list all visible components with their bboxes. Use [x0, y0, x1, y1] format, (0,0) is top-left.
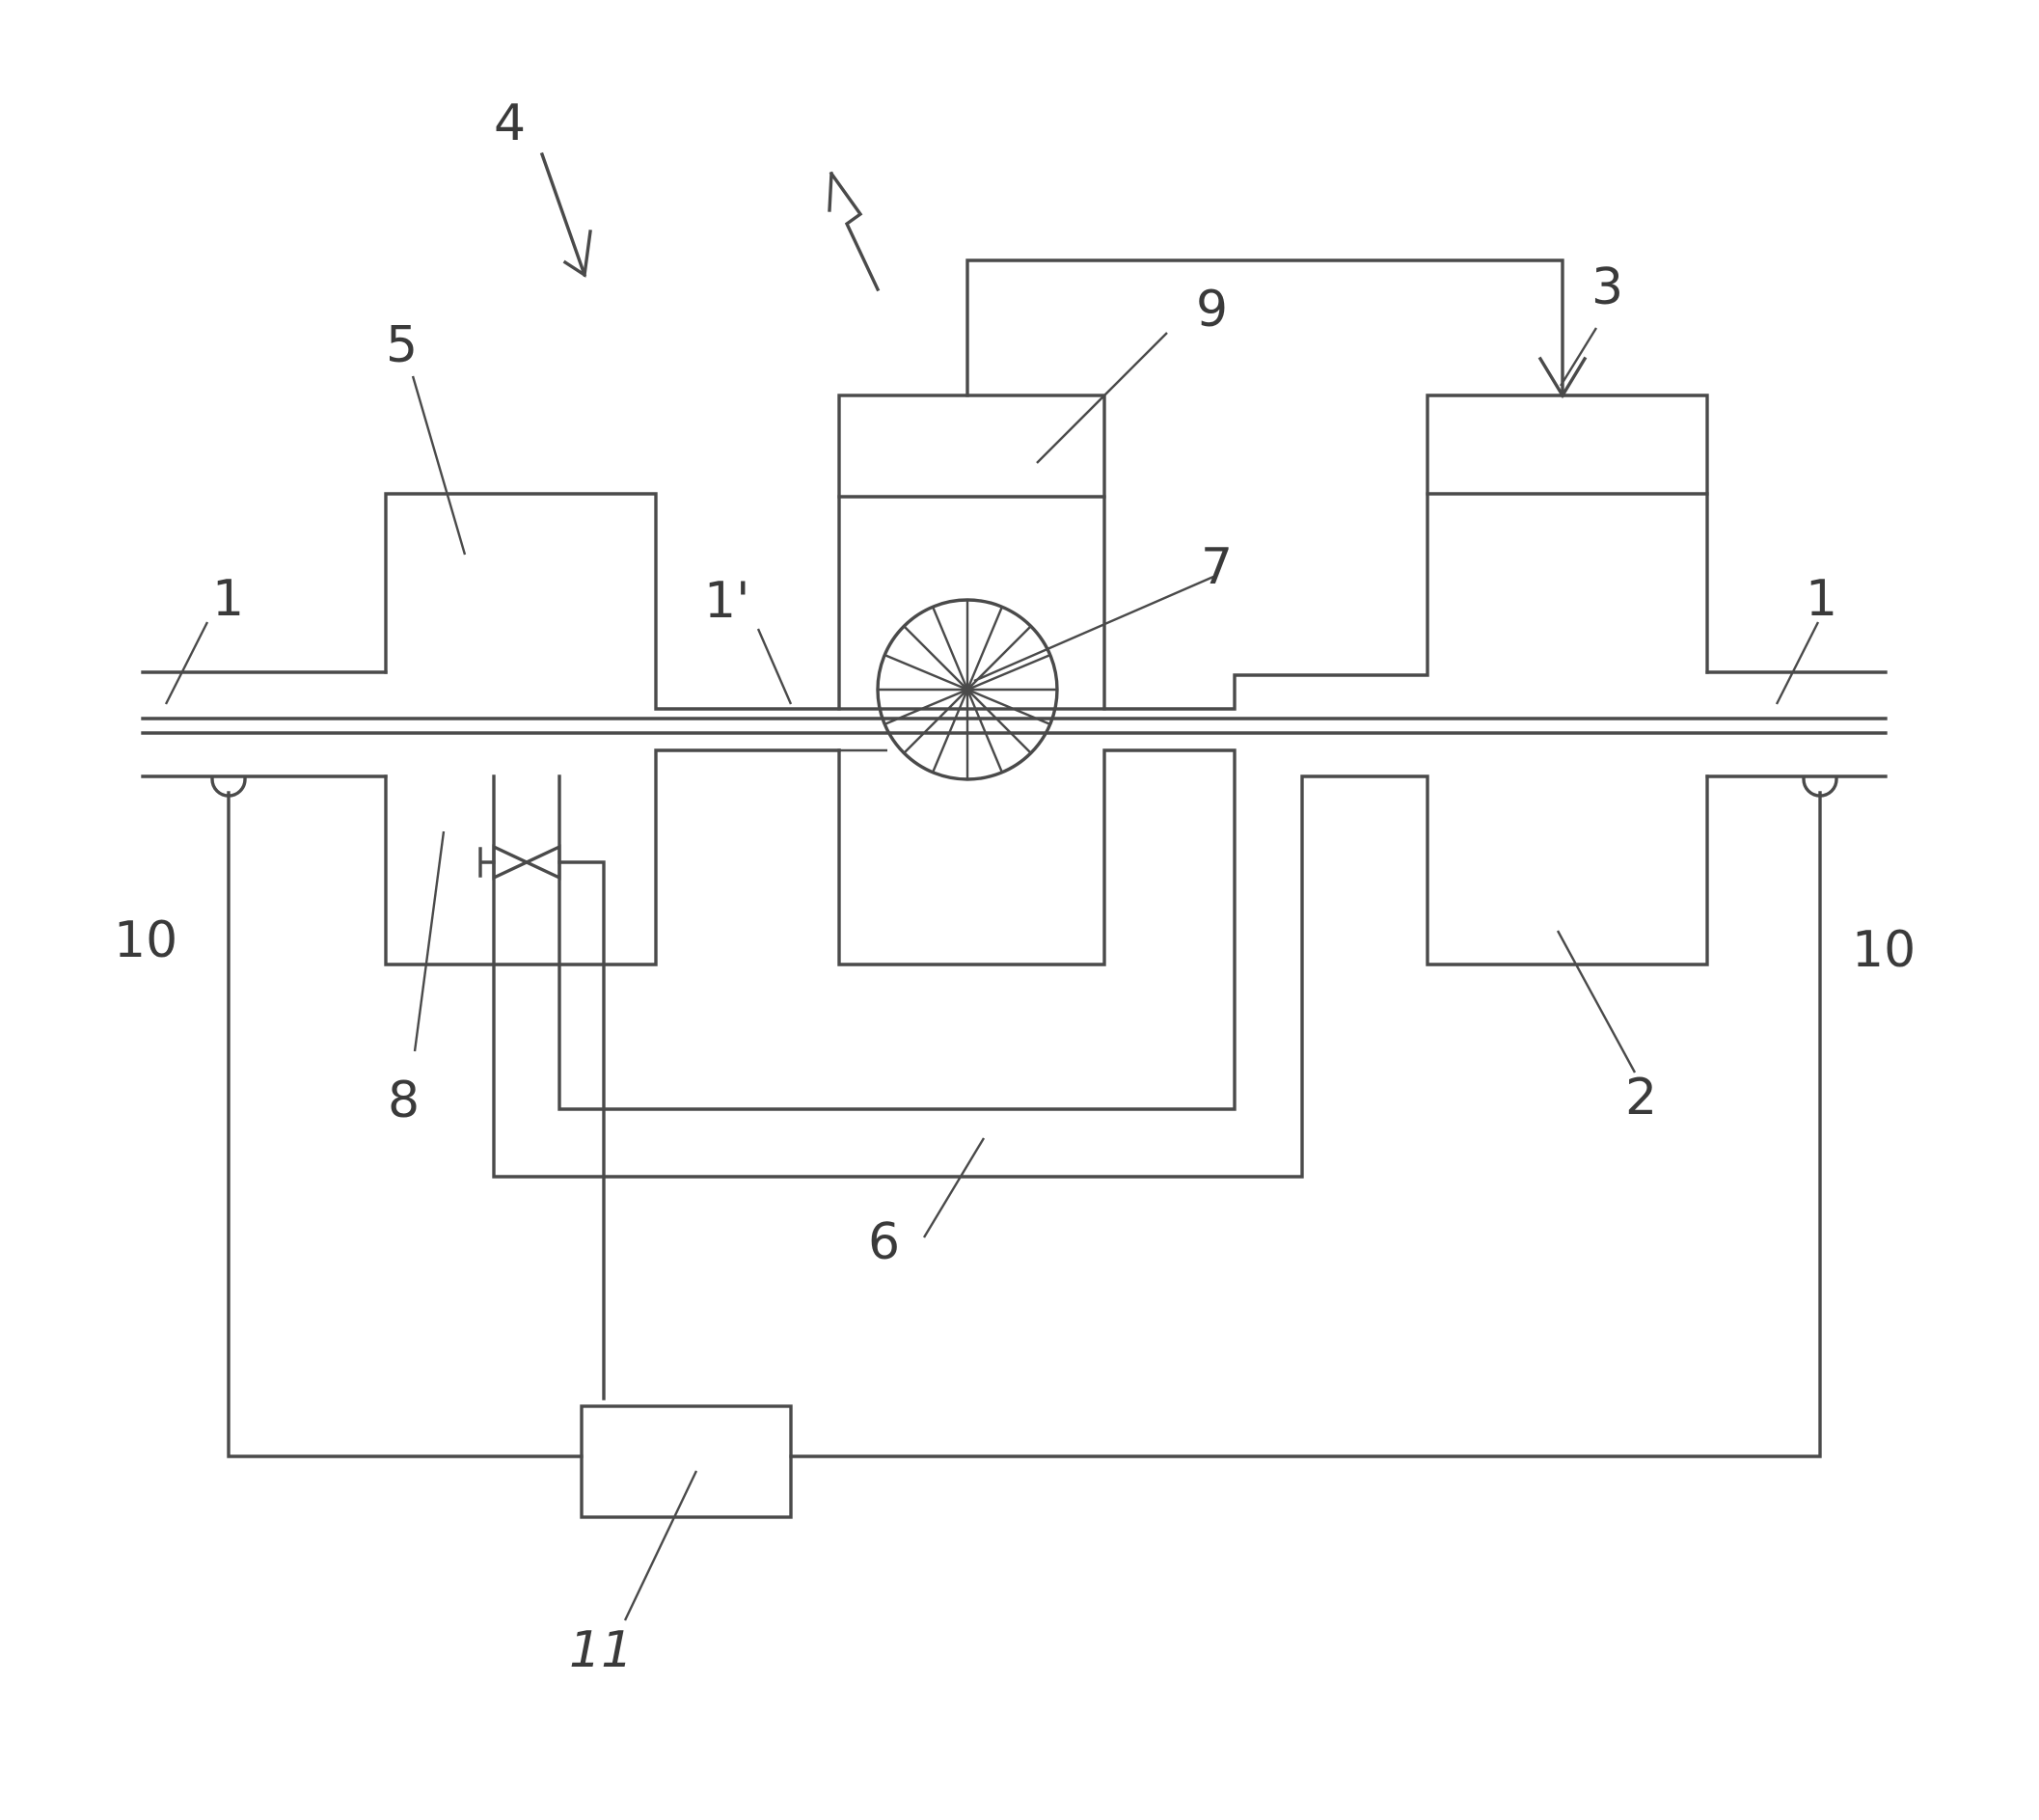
- feedback-line: [967, 260, 1585, 395]
- label-left-pipe: 1: [212, 570, 244, 628]
- label-right-sensor: 10: [1852, 921, 1916, 979]
- control-unit-box: [582, 1406, 791, 1517]
- housing-upper-outline: [386, 494, 839, 709]
- label-lower-right-box: 2: [1625, 1069, 1657, 1127]
- label-fig-ref: 4: [494, 95, 526, 152]
- label-valve: 8: [388, 1072, 420, 1129]
- label-center-box: 9: [1196, 281, 1228, 339]
- center-lower-housing: [559, 750, 1235, 1109]
- label-rotor: 7: [1201, 538, 1233, 596]
- label-left-sensor: 10: [114, 911, 177, 969]
- fig-ref-arrow: [542, 154, 590, 275]
- leader-lines: [166, 328, 1818, 1620]
- rotor-7: [878, 600, 1057, 779]
- center-unit-9: [839, 395, 1104, 709]
- lightning-icon: [831, 174, 878, 289]
- inner-pipe: [143, 709, 1886, 750]
- label-inner-pipe: 1': [704, 572, 749, 630]
- label-right-pipe: 1: [1806, 570, 1837, 628]
- label-right-top-box: 3: [1591, 258, 1623, 316]
- housing-lower-left-outline: [386, 750, 839, 964]
- right-sensor-line: [791, 793, 1820, 1456]
- label-channel: 6: [868, 1213, 900, 1271]
- right-lower-housing-2: [494, 776, 1707, 1177]
- label-left-box: 5: [386, 316, 418, 374]
- main-pipe: [143, 672, 1886, 776]
- right-upper-housing: [1104, 395, 1707, 709]
- valve-8: [480, 847, 604, 1399]
- label-control-unit: 11: [569, 1621, 633, 1679]
